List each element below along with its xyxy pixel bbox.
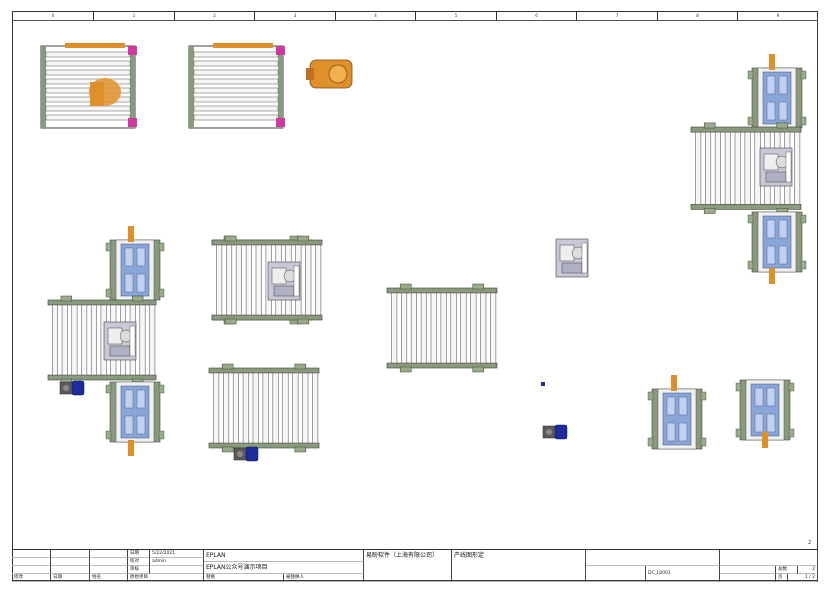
date-label: 日期 [128, 550, 150, 558]
sheet-count-value: 2 [798, 566, 818, 574]
rev-col-0: 修改 [12, 574, 51, 582]
orange-gearbox [306, 59, 353, 89]
shaft-r1 [769, 54, 775, 70]
zone-5: 5 [415, 11, 496, 20]
transfer-unit-l2 [105, 381, 165, 443]
motor-l [59, 380, 85, 396]
drawn-value: admin [150, 558, 204, 566]
title-block: 修改 日期 姓名 日期 5/22/2021 校对 admin 审核 原始项目 E… [12, 549, 818, 582]
transfer-unit-br1 [647, 388, 707, 450]
product-name: EPLAN [204, 550, 364, 562]
zone-8: 8 [657, 11, 737, 20]
conveyor-c2 [208, 363, 320, 453]
drawing-area [12, 20, 818, 549]
zone-3: 3 [254, 11, 335, 20]
conveyor-l [47, 295, 157, 385]
zone-2: 2 [174, 11, 254, 20]
transfer-unit-r1 [747, 67, 807, 129]
sheet-count-label: 总数 [776, 566, 798, 574]
replace-label: 替换 [204, 574, 284, 582]
drawn-label: 校对 [128, 558, 150, 566]
rev-col-2: 姓名 [90, 574, 128, 582]
drive-c1 [267, 261, 301, 301]
zone-4: 4 [335, 11, 415, 20]
page-value: 1 / 2 [788, 574, 818, 582]
zone-9: 9 [737, 11, 818, 20]
company-name: 易盼软件（上海有限公司） [364, 550, 452, 582]
project-description: EPLAN公众号演示项目 [204, 562, 364, 574]
transfer-unit-br2 [735, 379, 795, 441]
date-value: 5/22/2021 [150, 550, 204, 558]
line-title: 产线图形定 [452, 550, 586, 582]
transfer-unit-r2 [747, 211, 807, 273]
motor-c2 [233, 446, 259, 462]
zone-7: 7 [576, 11, 657, 20]
zone-0: 0 [12, 11, 93, 20]
rev-col-1: 日期 [51, 574, 90, 582]
drive-l [103, 321, 137, 361]
conveyor-c3 [386, 283, 498, 373]
zone-6: 6 [496, 11, 576, 20]
page-label: 页 [776, 574, 788, 582]
drive-r [759, 147, 793, 187]
review-label: 审核 [128, 566, 150, 574]
drive-loose [555, 238, 589, 278]
replaced-by-label: 被替换人 [284, 574, 364, 582]
approved-label: 原始项目 [128, 574, 204, 582]
sheet-marker: 2 [808, 540, 812, 546]
drawing-number: DC_L0001 [646, 566, 720, 582]
roller-frame-2 [188, 43, 285, 129]
shaft-r2 [769, 268, 775, 284]
motor-loose [542, 424, 568, 440]
transfer-unit-l1 [105, 239, 165, 301]
zone-1: 1 [93, 11, 174, 20]
roller-frame-1 [40, 43, 137, 129]
